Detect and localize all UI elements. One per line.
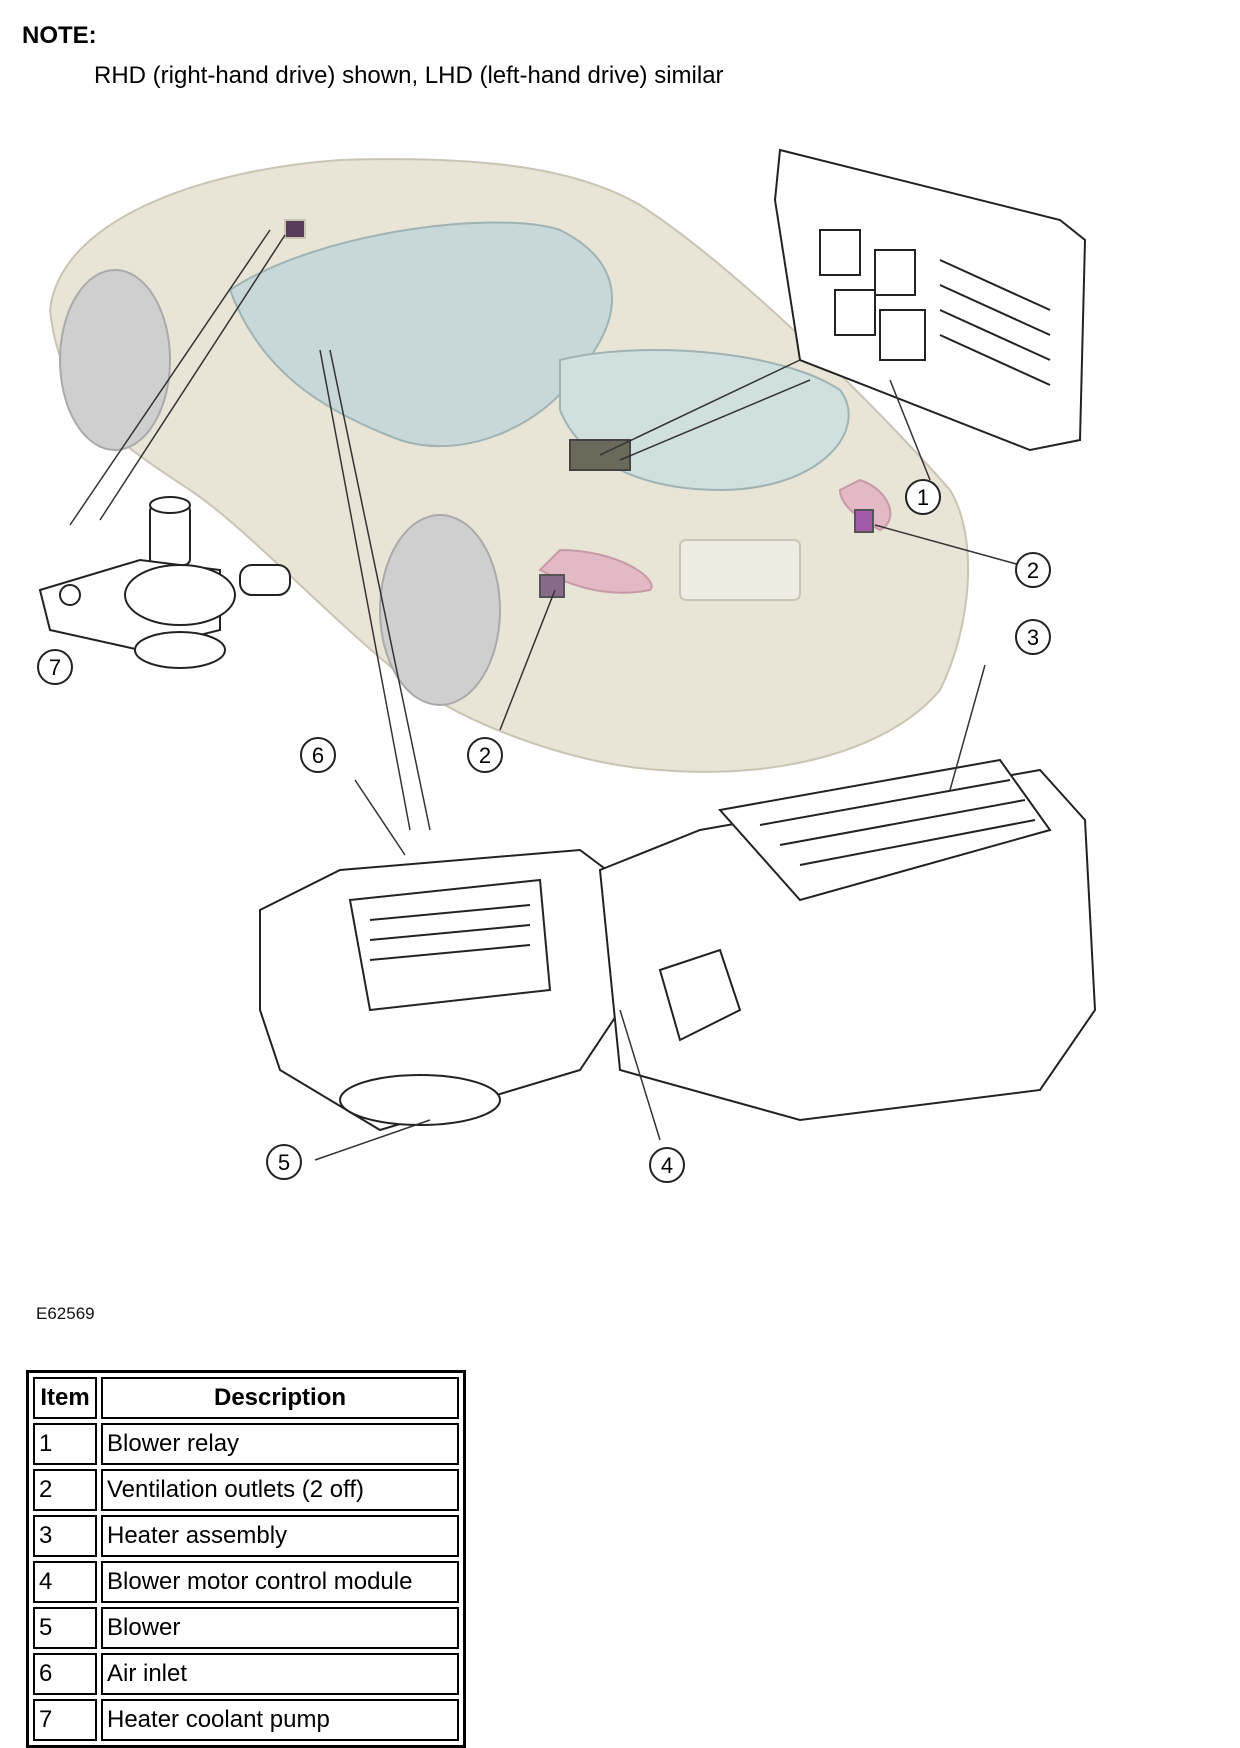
- figure-id: E62569: [36, 1304, 95, 1323]
- parts-table: Item Description 1 Blower relay 2 Ventil…: [26, 1370, 466, 1748]
- note-title: NOTE:: [22, 22, 97, 49]
- callout-3: 3: [1015, 619, 1051, 655]
- row-description: Blower relay: [101, 1423, 459, 1465]
- row-description: Blower motor control module: [101, 1561, 459, 1603]
- callout-1: 1: [905, 479, 941, 515]
- row-item: 1: [33, 1423, 97, 1465]
- component-location-figure: 1 2 2 3 4 5 6 7: [37, 148, 1097, 1183]
- callout-7: 7: [37, 649, 73, 685]
- callout-5: 5: [266, 1144, 302, 1180]
- svg-text:2: 2: [479, 743, 491, 768]
- svg-text:7: 7: [49, 655, 61, 680]
- row-description: Heater assembly: [101, 1515, 459, 1557]
- svg-text:2: 2: [1027, 558, 1039, 583]
- row-item: 5: [33, 1607, 97, 1649]
- row-item: 6: [33, 1653, 97, 1695]
- table-row: 3 Heater assembly: [33, 1515, 459, 1557]
- table-row: 1 Blower relay: [33, 1423, 459, 1465]
- svg-text:3: 3: [1027, 625, 1039, 650]
- callout-2-right: 2: [1015, 552, 1051, 588]
- header-description: Description: [101, 1377, 459, 1419]
- table-row: 2 Ventilation outlets (2 off): [33, 1469, 459, 1511]
- table-header-row: Item Description: [33, 1377, 459, 1419]
- row-description: Heater coolant pump: [101, 1699, 459, 1741]
- svg-text:6: 6: [312, 743, 324, 768]
- note-text: RHD (right-hand drive) shown, LHD (left-…: [94, 62, 724, 89]
- row-description: Ventilation outlets (2 off): [101, 1469, 459, 1511]
- leader-lines: [69, 229, 1021, 1161]
- svg-text:5: 5: [278, 1150, 290, 1175]
- callout-4: 4: [649, 1147, 685, 1183]
- heater-assembly-illustration: [259, 758, 1097, 1132]
- header-item: Item: [33, 1377, 97, 1419]
- callout-6: 6: [300, 737, 336, 773]
- callout-2-left: 2: [467, 737, 503, 773]
- row-item: 2: [33, 1469, 97, 1511]
- table-row: 4 Blower motor control module: [33, 1561, 459, 1603]
- callouts: 1 2 2 3 4 5 6 7: [37, 479, 1051, 1183]
- row-item: 4: [33, 1561, 97, 1603]
- table-row: 5 Blower: [33, 1607, 459, 1649]
- blower-relay-fusebox-illustration: [773, 148, 1087, 452]
- heater-coolant-pump-illustration: [38, 496, 291, 669]
- row-item: 3: [33, 1515, 97, 1557]
- svg-text:1: 1: [917, 485, 929, 510]
- row-description: Air inlet: [101, 1653, 459, 1695]
- svg-text:4: 4: [661, 1153, 673, 1178]
- row-description: Blower: [101, 1607, 459, 1649]
- table-row: 6 Air inlet: [33, 1653, 459, 1695]
- table-row: 7 Heater coolant pump: [33, 1699, 459, 1741]
- row-item: 7: [33, 1699, 97, 1741]
